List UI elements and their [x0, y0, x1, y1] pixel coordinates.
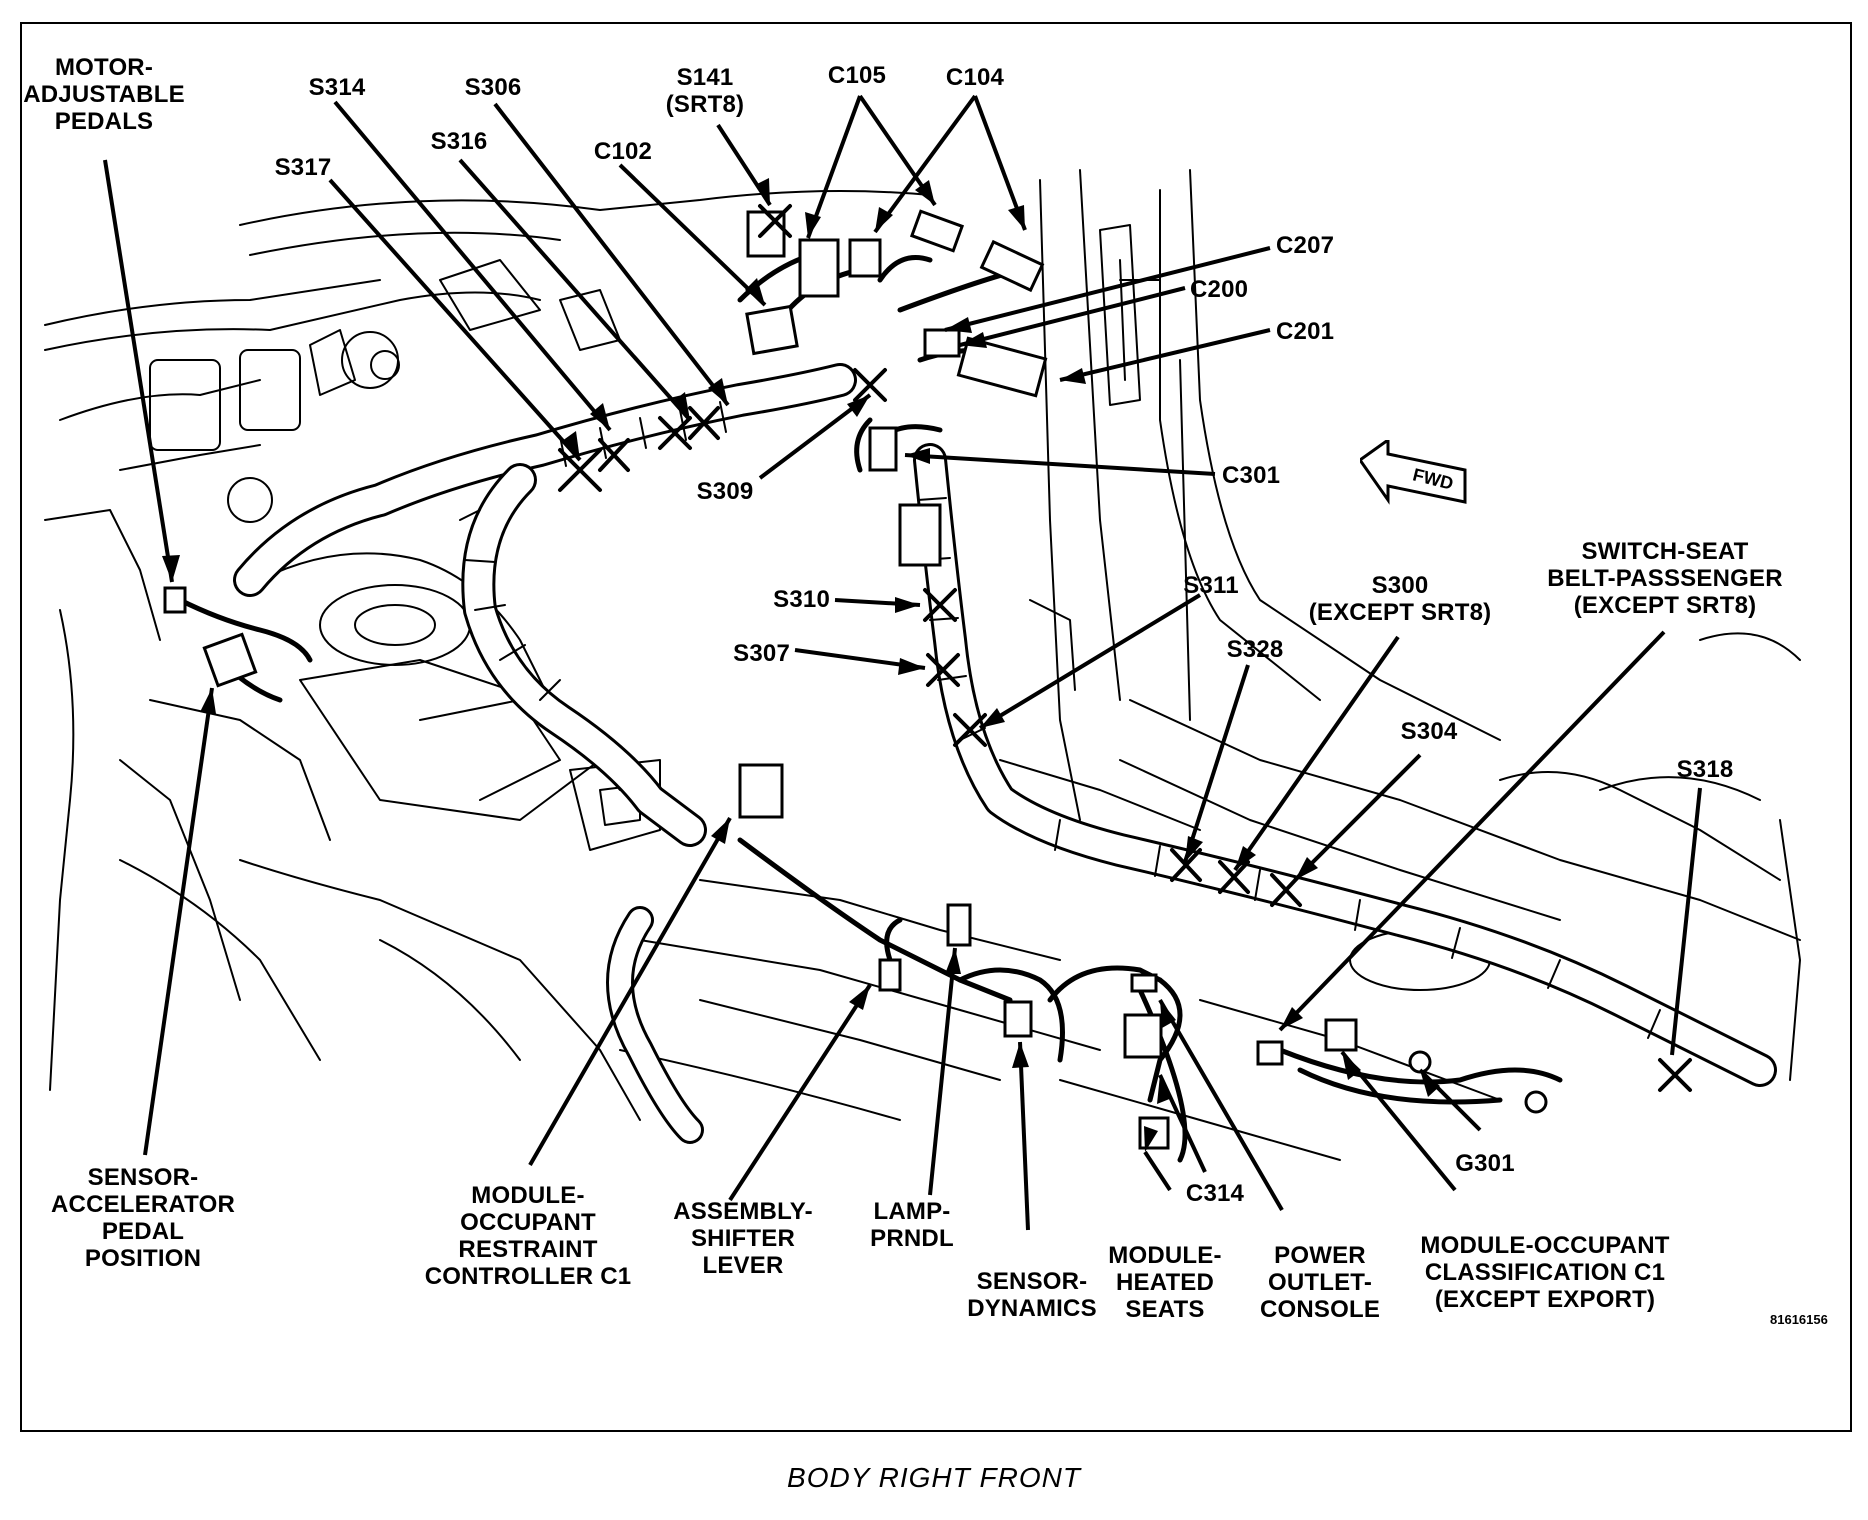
label-s309: S309 [696, 478, 754, 505]
label-motor-adjustable-pedals: MOTOR- ADJUSTABLE PEDALS [23, 54, 185, 135]
label-module-heated-seats: MODULE- HEATED SEATS [1108, 1242, 1222, 1323]
label-s311: S311 [1183, 572, 1239, 599]
label-s307: S307 [733, 640, 790, 667]
label-sensor-dynamics: SENSOR- DYNAMICS [967, 1268, 1097, 1322]
label-s300-except-srt8: S300 (EXCEPT SRT8) [1308, 572, 1492, 626]
label-lamp-prndl: LAMP- PRNDL [870, 1198, 954, 1252]
label-s141-srt8: S141 (SRT8) [665, 64, 745, 118]
label-module-occupant-restraint-controller: MODULE- OCCUPANT RESTRAINT CONTROLLER C1 [424, 1182, 632, 1290]
label-switch-seat-belt-passenger: SWITCH-SEAT BELT-PASSSENGER (EXCEPT SRT8… [1547, 538, 1783, 619]
vehicle-body-outline [44, 169, 1801, 1161]
label-s314: S314 [308, 74, 366, 101]
label-c200: C200 [1190, 276, 1249, 303]
label-c105: C105 [827, 62, 887, 89]
label-g301: G301 [1455, 1150, 1515, 1177]
figure-code: 81616156 [1770, 1312, 1828, 1327]
diagram-frame [20, 22, 1852, 1432]
label-s306: S306 [464, 74, 522, 101]
label-c104: C104 [945, 64, 1005, 91]
label-c314: C314 [1185, 1180, 1245, 1207]
label-c201: C201 [1276, 318, 1335, 345]
label-s328: S328 [1226, 636, 1284, 663]
forward-direction-arrow: FWD [1360, 440, 1467, 505]
label-c207: C207 [1276, 232, 1335, 259]
diagram-caption: BODY RIGHT FRONT [787, 1462, 1081, 1493]
label-s316: S316 [430, 128, 488, 155]
label-s317: S317 [274, 154, 332, 181]
wiring-harness [177, 247, 1777, 1163]
label-assembly-shifter-lever: ASSEMBLY- SHIFTER LEVER [673, 1198, 813, 1279]
label-s304: S304 [1400, 718, 1458, 745]
leader-arrowheads [162, 178, 1440, 1152]
label-s318: S318 [1676, 756, 1734, 783]
connectors [163, 209, 1548, 1150]
splice-marks [558, 204, 1692, 1092]
label-s310: S310 [773, 586, 830, 613]
label-c301: C301 [1222, 462, 1281, 489]
label-sensor-accelerator-pedal-position: SENSOR- ACCELERATOR PEDAL POSITION [51, 1164, 235, 1272]
label-c102: C102 [593, 138, 653, 165]
label-module-occupant-classification: MODULE-OCCUPANT CLASSIFICATION C1 (EXCEP… [1420, 1232, 1670, 1313]
label-power-outlet-console: POWER OUTLET- CONSOLE [1259, 1242, 1381, 1323]
